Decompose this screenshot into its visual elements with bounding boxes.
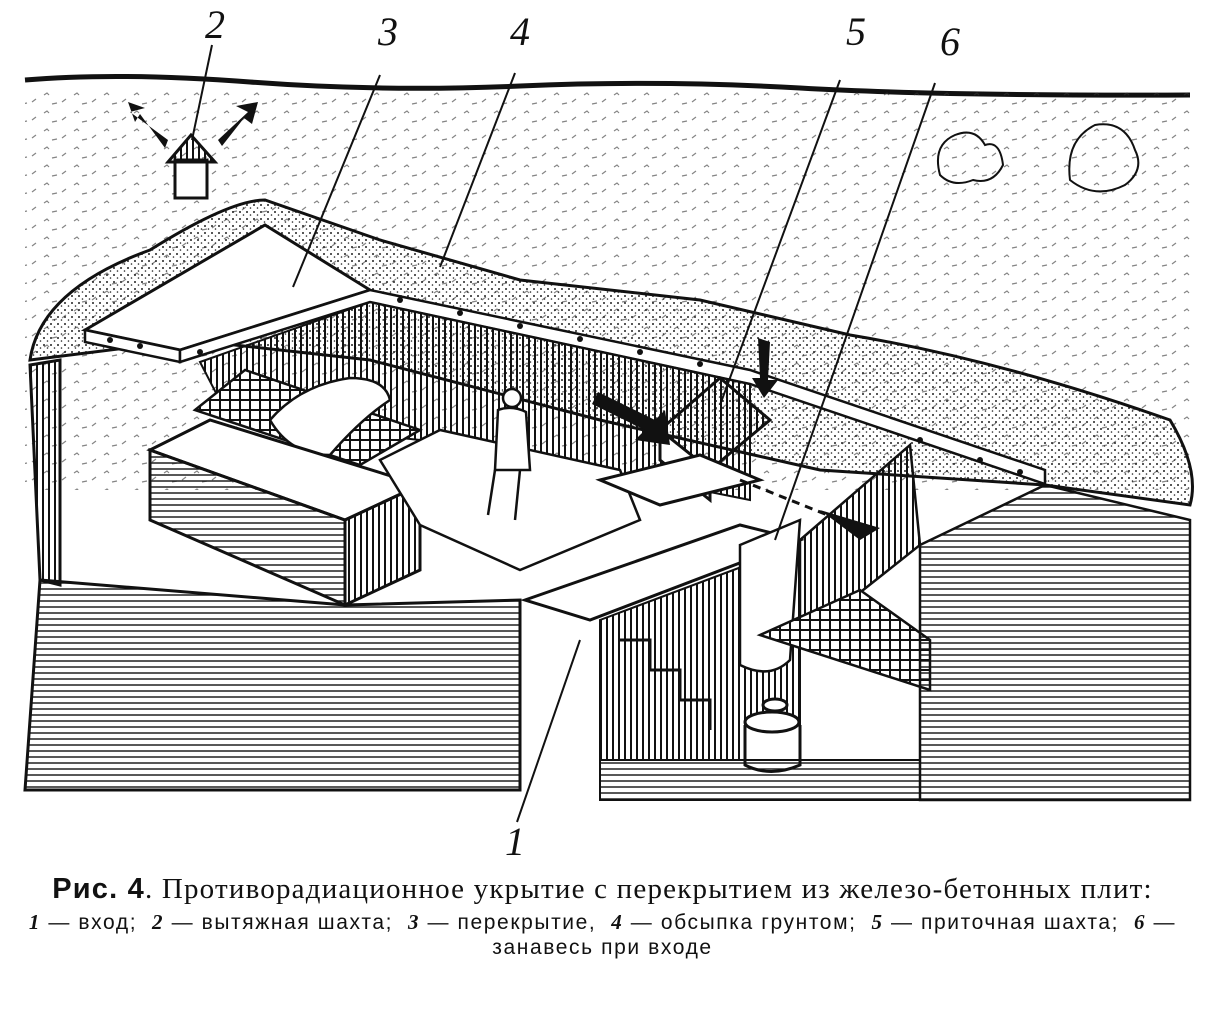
caption-legend: 1 — вход; 2 — вытяжная шахта; 3 — перекр… xyxy=(0,910,1205,960)
callout-1: 1 xyxy=(505,819,525,864)
exhaust-arrow-right xyxy=(218,102,258,146)
bushes xyxy=(936,123,1140,193)
legend-item: 3 — перекрытие, xyxy=(407,910,597,934)
bunk-bed xyxy=(192,368,423,467)
airflow-arrow xyxy=(739,478,841,522)
bench-block xyxy=(146,418,425,608)
legend-item: 5 — приточная шахта; xyxy=(871,910,1120,934)
callout-5: 5 xyxy=(846,9,866,54)
caption-title-text: . Противорадиационное укрытие с перекрыт… xyxy=(144,873,1153,905)
legend-item: 2 — вытяжная шахта; xyxy=(152,910,394,934)
exhaust-shaft xyxy=(128,102,258,200)
right-room xyxy=(756,442,1192,802)
legend-item: 4 — обсыпка грунтом; xyxy=(611,910,857,934)
supply-arrow xyxy=(592,392,670,445)
callout-4: 4 xyxy=(510,9,530,54)
curtain xyxy=(738,518,802,673)
callout-2: 2 xyxy=(205,2,225,47)
ground-section-left xyxy=(23,578,522,792)
ground-section-center xyxy=(599,759,921,801)
caption-title: Рис. 4. Противорадиационное укрытие с пе… xyxy=(0,872,1205,906)
exhaust-arrow-left xyxy=(128,102,168,148)
legend-item: 1 — вход; xyxy=(28,910,138,934)
supply-arrow-down xyxy=(752,338,778,398)
callout-6: 6 xyxy=(940,19,960,64)
left-wall xyxy=(28,358,62,587)
entrance xyxy=(520,518,805,773)
callout-lines xyxy=(191,44,936,823)
caption-prefix: Рис. 4 xyxy=(52,873,145,905)
figure-caption: Рис. 4. Противорадиационное укрытие с пе… xyxy=(0,872,1205,960)
legend-item: 6 — занавесь при входе xyxy=(492,910,1177,959)
shelter-illustration: 2 3 4 5 6 1 xyxy=(23,2,1194,864)
callout-3: 3 xyxy=(377,9,398,54)
supply-shaft xyxy=(592,338,778,507)
floor-bench xyxy=(378,428,642,572)
seated-person xyxy=(486,387,532,521)
